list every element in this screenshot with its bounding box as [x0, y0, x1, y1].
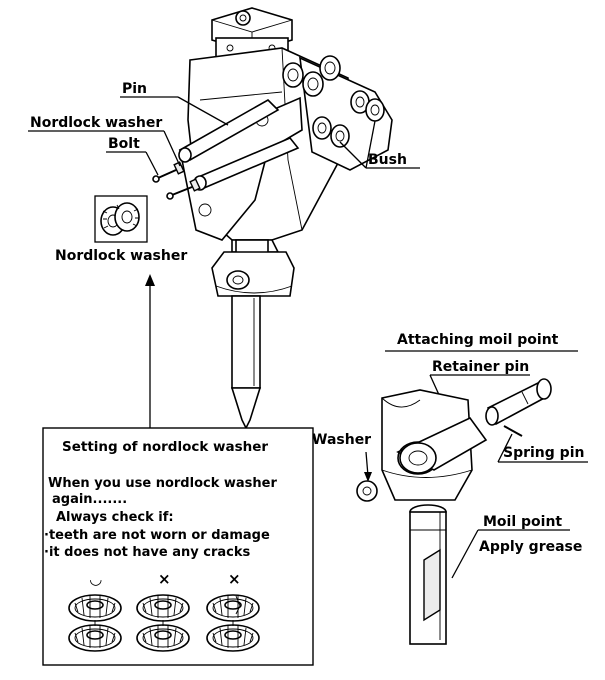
setting-box-line-4: ·teeth are not worn or damage [44, 528, 270, 543]
apply-grease-label: Apply grease [479, 539, 582, 555]
setting-box-line-5: ·it does not have any cracks [44, 545, 250, 560]
bush-label: Bush [368, 152, 407, 168]
bolt-label: Bolt [108, 136, 140, 152]
mark-ok: ◡ [90, 570, 102, 588]
setting-box-line-2: again....... [52, 492, 127, 507]
washer-pair-ng-2 [206, 594, 260, 652]
setting-box-title: Setting of nordlock washer [62, 439, 268, 455]
setting-of-nordlock-washer-box: Setting of nordlock washer When you use … [42, 427, 314, 666]
setting-box-line-1: When you use nordlock washer [48, 476, 277, 491]
pins [178, 99, 300, 191]
nordlock-washer-inset-label: Nordlock washer [55, 248, 187, 264]
nordlock-washer-inset: Nordlock washer [55, 195, 187, 264]
pin-label: Pin [122, 81, 147, 97]
bolts-and-nordlock-washers [152, 161, 201, 200]
mark-ng-2: × [228, 570, 241, 588]
spring-pin-label: Spring pin [503, 445, 584, 461]
washer-pair-ng-1 [136, 594, 190, 652]
mark-ng-1: × [158, 570, 171, 588]
setting-box-line-3: Always check if: [56, 510, 174, 525]
reference-arrow [145, 274, 155, 428]
label-group-top: Pin Nordlock washer Bolt Bush [28, 81, 420, 176]
spring-pin: Spring pin [497, 425, 588, 463]
washer-pair-ok [68, 594, 122, 652]
breaker-body [152, 7, 393, 430]
bush-set [282, 55, 385, 148]
washer-label: Washer [312, 432, 371, 448]
moil-point-label: Moil point [483, 514, 562, 530]
retainer-pin-label: Retainer pin [432, 359, 529, 375]
moil-point [409, 504, 447, 645]
attaching-moil-point-label: Attaching moil point [397, 332, 559, 348]
attaching-moil-point-section: Attaching moil point Retainer pin Spring… [312, 332, 588, 645]
washer: Washer [312, 432, 378, 502]
retainer-pin [485, 378, 552, 426]
nordlock-washer-label: Nordlock washer [30, 115, 162, 131]
